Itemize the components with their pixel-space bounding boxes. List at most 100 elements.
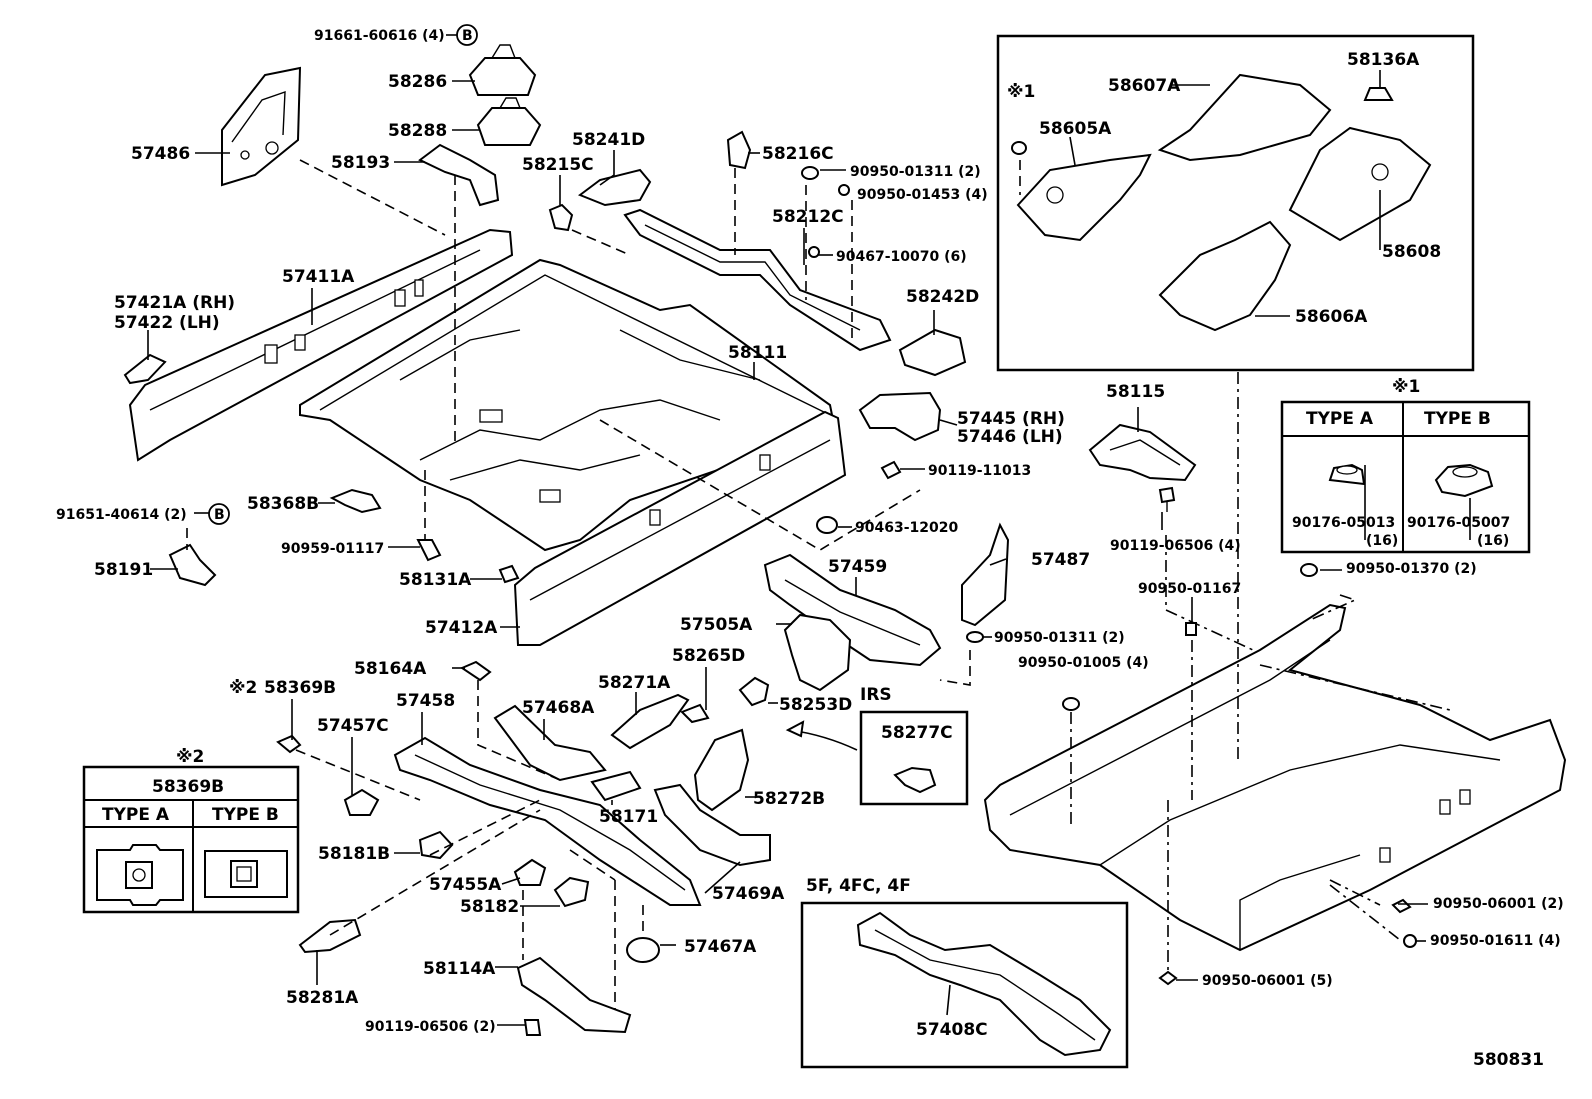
part-90467-drawing xyxy=(808,246,820,258)
legend1-qty-b: (16) xyxy=(1477,533,1509,549)
part-57457C-drawing xyxy=(343,788,380,816)
label-90950-01453: 90950-01453 (4) xyxy=(857,187,988,203)
label-58215C: 58215C xyxy=(522,155,594,175)
part-57411A-drawing xyxy=(128,228,514,462)
legend1-type-b-drawing xyxy=(1434,463,1494,498)
legend2-type-a-header: TYPE A xyxy=(102,805,170,825)
part-57486-drawing xyxy=(221,66,302,187)
legend2-type-b-drawing xyxy=(204,850,288,898)
part-58271A-drawing xyxy=(610,693,690,750)
part-57469A-drawing xyxy=(653,783,771,867)
part-57421A-drawing xyxy=(123,353,167,385)
part-58131A-drawing xyxy=(498,564,520,584)
part-58369B-drawing xyxy=(276,734,302,754)
label-58369B: 58369B xyxy=(264,678,336,698)
part-mark1-plug-drawing xyxy=(1011,141,1027,155)
label-58286: 58286 xyxy=(388,72,447,92)
label-57455A: 57455A xyxy=(429,875,502,895)
leader-lines xyxy=(147,34,1471,1026)
label-57458: 57458 xyxy=(396,691,455,711)
part-58605A-drawing xyxy=(1016,153,1152,242)
part-58288-drawing xyxy=(476,97,542,146)
label-mark2-a: ※2 xyxy=(229,678,257,698)
label-diagram-code: 580831 xyxy=(1473,1050,1544,1070)
part-90950-01311b-drawing xyxy=(966,631,984,643)
part-57505A-drawing xyxy=(783,613,852,692)
label-b-circle-1: B xyxy=(462,28,473,44)
part-90950-06001a-drawing xyxy=(1391,898,1412,914)
label-58271A: 58271A xyxy=(598,673,671,693)
label-58171: 58171 xyxy=(599,807,658,827)
part-57487-drawing xyxy=(961,522,1010,627)
part-90119-06506b-drawing xyxy=(523,1019,542,1036)
label-58242D: 58242D xyxy=(906,287,979,307)
legend1-type-b-header: TYPE B xyxy=(1424,409,1491,429)
label-57505A: 57505A xyxy=(680,615,753,635)
label-57487: 57487 xyxy=(1031,550,1090,570)
label-57457C: 57457C xyxy=(317,716,389,736)
label-57408C: 57408C xyxy=(916,1020,988,1040)
part-58114A-drawing xyxy=(516,956,632,1034)
label-b-circle-2: B xyxy=(214,507,225,523)
label-58241D: 58241D xyxy=(572,130,645,150)
label-58607A: 58607A xyxy=(1108,76,1181,96)
dashed-reference-lines xyxy=(186,159,1451,1010)
part-90950-06001b-drawing xyxy=(1158,970,1178,986)
part-58272B-drawing xyxy=(693,728,750,812)
part-58212C-drawing xyxy=(623,208,892,352)
part-58171-drawing xyxy=(590,770,642,802)
part-58216C-drawing xyxy=(726,130,752,170)
label-90467-10070: 90467-10070 (6) xyxy=(836,249,967,265)
label-57459: 57459 xyxy=(828,557,887,577)
label-57412A: 57412A xyxy=(425,618,498,638)
label-58608: 58608 xyxy=(1382,242,1441,262)
label-57467A: 57467A xyxy=(684,937,757,957)
part-57468A-drawing xyxy=(493,704,607,782)
legend1-mark: ※1 xyxy=(1392,377,1420,397)
part-58608-drawing xyxy=(1288,126,1432,242)
label-58115: 58115 xyxy=(1106,382,1165,402)
part-58191-drawing xyxy=(168,543,217,587)
part-90950-01167-drawing xyxy=(1185,622,1197,636)
part-57467A-drawing xyxy=(626,937,660,963)
part-58277C-drawing xyxy=(893,766,937,794)
label-58193: 58193 xyxy=(331,153,390,173)
label-90950-01311-a: 90950-01311 (2) xyxy=(850,164,981,180)
label-irs: IRS xyxy=(860,685,892,705)
part-58281A-drawing xyxy=(298,918,362,954)
part-58164A-drawing xyxy=(459,660,492,682)
irs-inset-frame xyxy=(859,710,969,806)
part-90959-drawing xyxy=(416,539,442,562)
part-57408C-drawing xyxy=(856,911,1112,1057)
legend1-part-b: 90176-05007 xyxy=(1407,515,1510,531)
label-58164A: 58164A xyxy=(354,659,427,679)
variant-5f-inset-frame xyxy=(800,901,1129,1069)
label-90119-06506-a: 90119-06506 (4) xyxy=(1110,538,1241,554)
label-57486: 57486 xyxy=(131,144,190,164)
part-58368B-drawing xyxy=(329,488,382,514)
part-57455A-drawing xyxy=(513,858,547,886)
label-5f-4fc-4f: 5F, 4FC, 4F xyxy=(806,876,911,896)
label-90950-06001-b: 90950-06001 (5) xyxy=(1202,973,1333,989)
part-58215C-drawing xyxy=(548,203,574,232)
label-58253D: 58253D xyxy=(779,695,852,715)
part-90950-01005-drawing xyxy=(1062,697,1080,711)
part-58607A-drawing xyxy=(1157,73,1332,162)
label-90463-12020: 90463-12020 xyxy=(855,520,958,536)
legend2-mark: ※2 xyxy=(176,747,204,767)
label-90950-06001-a: 90950-06001 (2) xyxy=(1433,896,1564,912)
label-58111: 58111 xyxy=(728,343,787,363)
part-58242D-drawing xyxy=(898,328,967,377)
label-90119-06506-b: 90119-06506 (2) xyxy=(365,1019,496,1035)
part-rear-floor-drawing xyxy=(983,603,1567,952)
legend1-type-a-header: TYPE A xyxy=(1306,409,1374,429)
part-58265D-drawing xyxy=(680,703,710,724)
label-58212C: 58212C xyxy=(772,207,844,227)
label-58182: 58182 xyxy=(460,897,519,917)
part-58182-drawing xyxy=(553,876,590,908)
legend2-part: 58369B xyxy=(152,777,224,797)
part-90950-01370-drawing xyxy=(1300,563,1318,577)
label-90950-01370: 90950-01370 (2) xyxy=(1346,561,1477,577)
part-57459-drawing xyxy=(763,553,942,667)
